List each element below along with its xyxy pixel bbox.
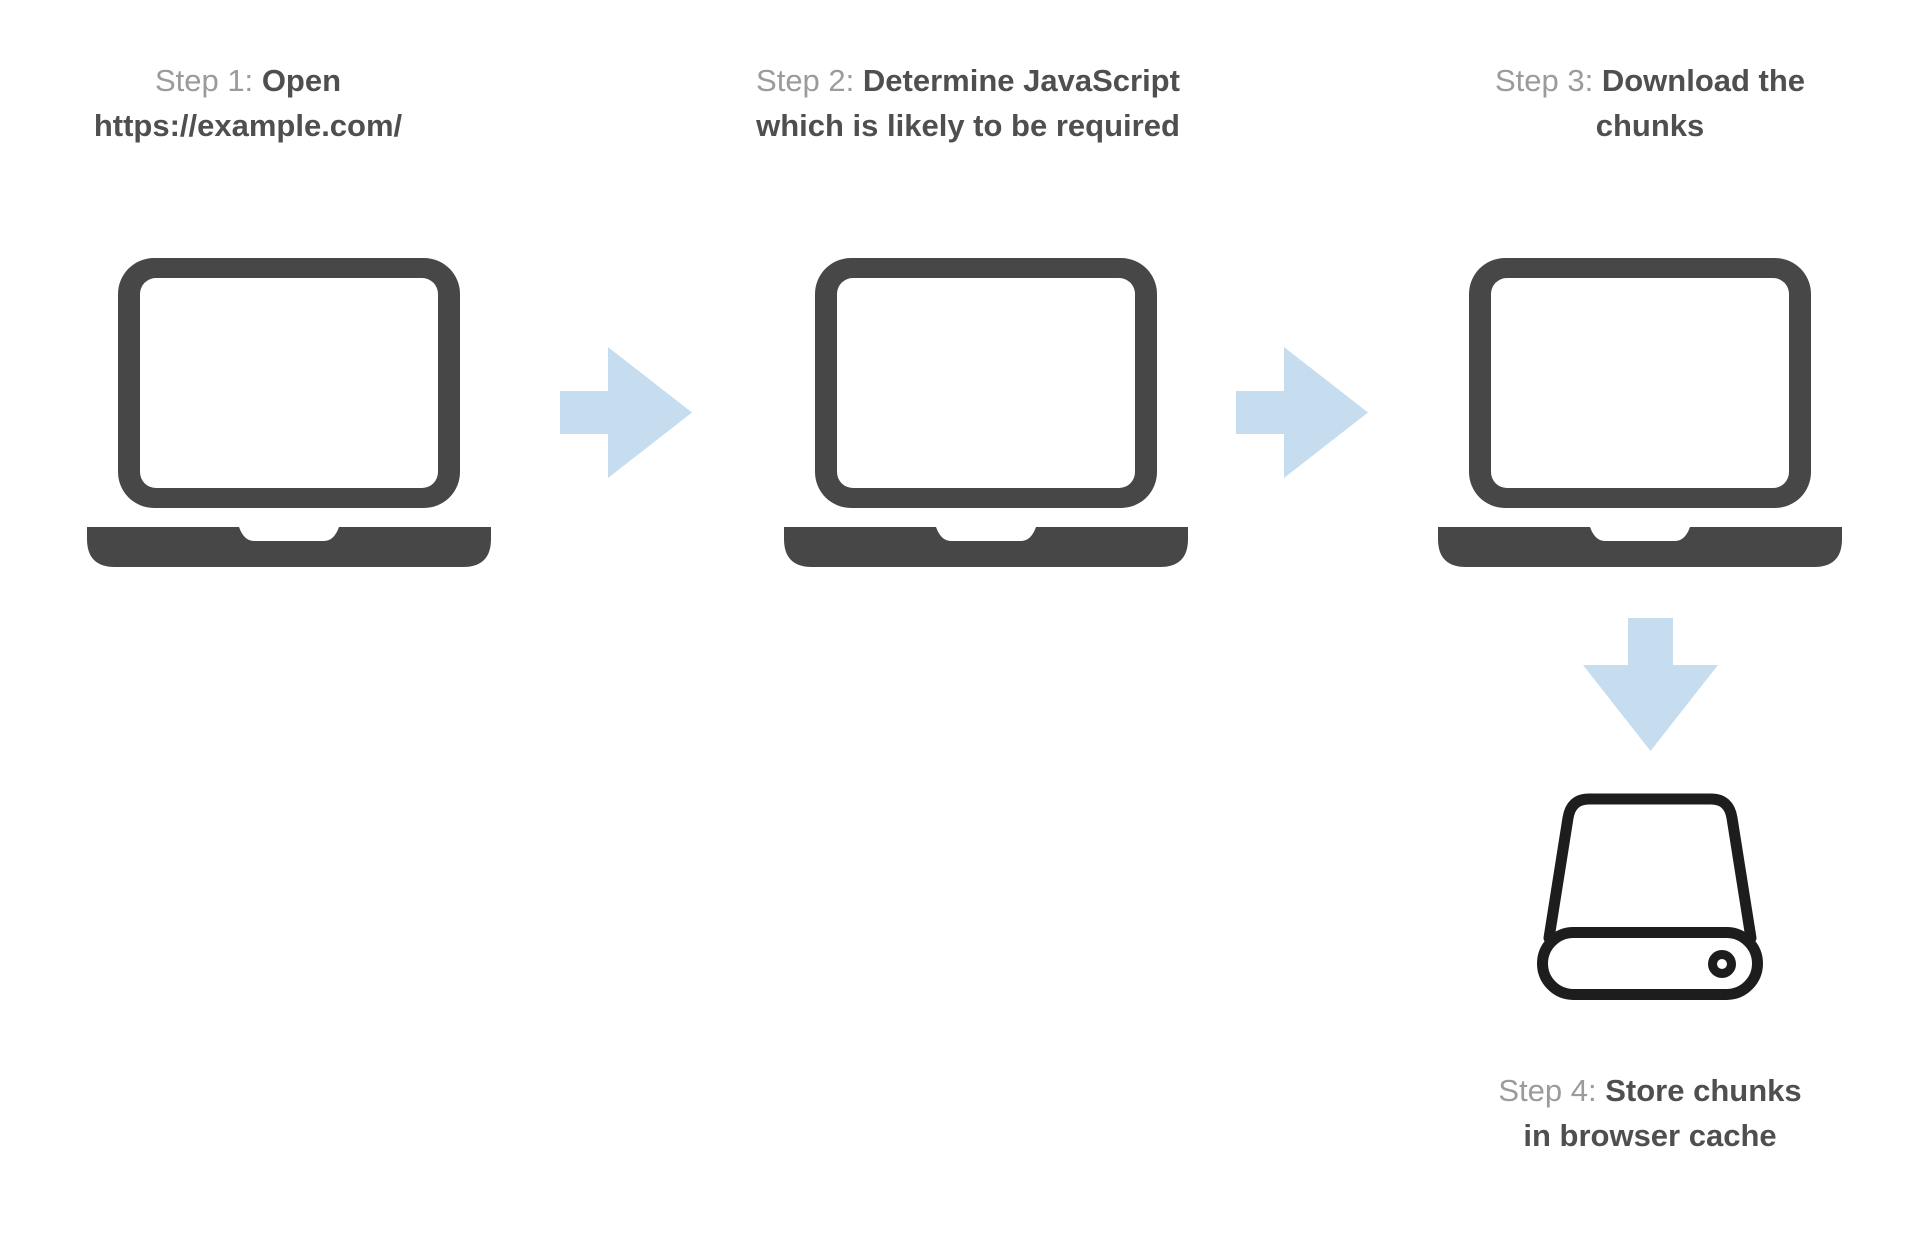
step-2-title: Determine JavaScript which is likely to … xyxy=(756,63,1180,143)
step-3-title: Download the chunks xyxy=(1595,63,1806,143)
hard-drive-icon xyxy=(1537,793,1763,1000)
laptop-icon xyxy=(87,258,491,567)
step-1-title: Open https://example.com/ xyxy=(93,63,403,143)
arrow-right-icon xyxy=(1236,347,1368,478)
step-4-caption: Step 4: Store chunks in browser cache xyxy=(1490,1068,1810,1158)
step-1-label: Step 1: xyxy=(154,63,254,98)
step-4-title: Store chunks in browser cache xyxy=(1523,1073,1802,1153)
step-3-label: Step 3: xyxy=(1494,63,1594,98)
arrow-down-icon xyxy=(1583,618,1718,751)
step-2-caption: Step 2: Determine JavaScript which is li… xyxy=(718,58,1218,148)
laptop-icon xyxy=(1438,258,1842,567)
arrow-right-icon xyxy=(560,347,692,478)
step-3-caption: Step 3: Download the chunks xyxy=(1450,58,1850,148)
step-2-label: Step 2: xyxy=(756,63,855,98)
step-1-caption: Step 1: Open https://example.com/ xyxy=(28,58,468,148)
step-4-label: Step 4: xyxy=(1498,1073,1597,1108)
laptop-icon xyxy=(784,258,1188,567)
